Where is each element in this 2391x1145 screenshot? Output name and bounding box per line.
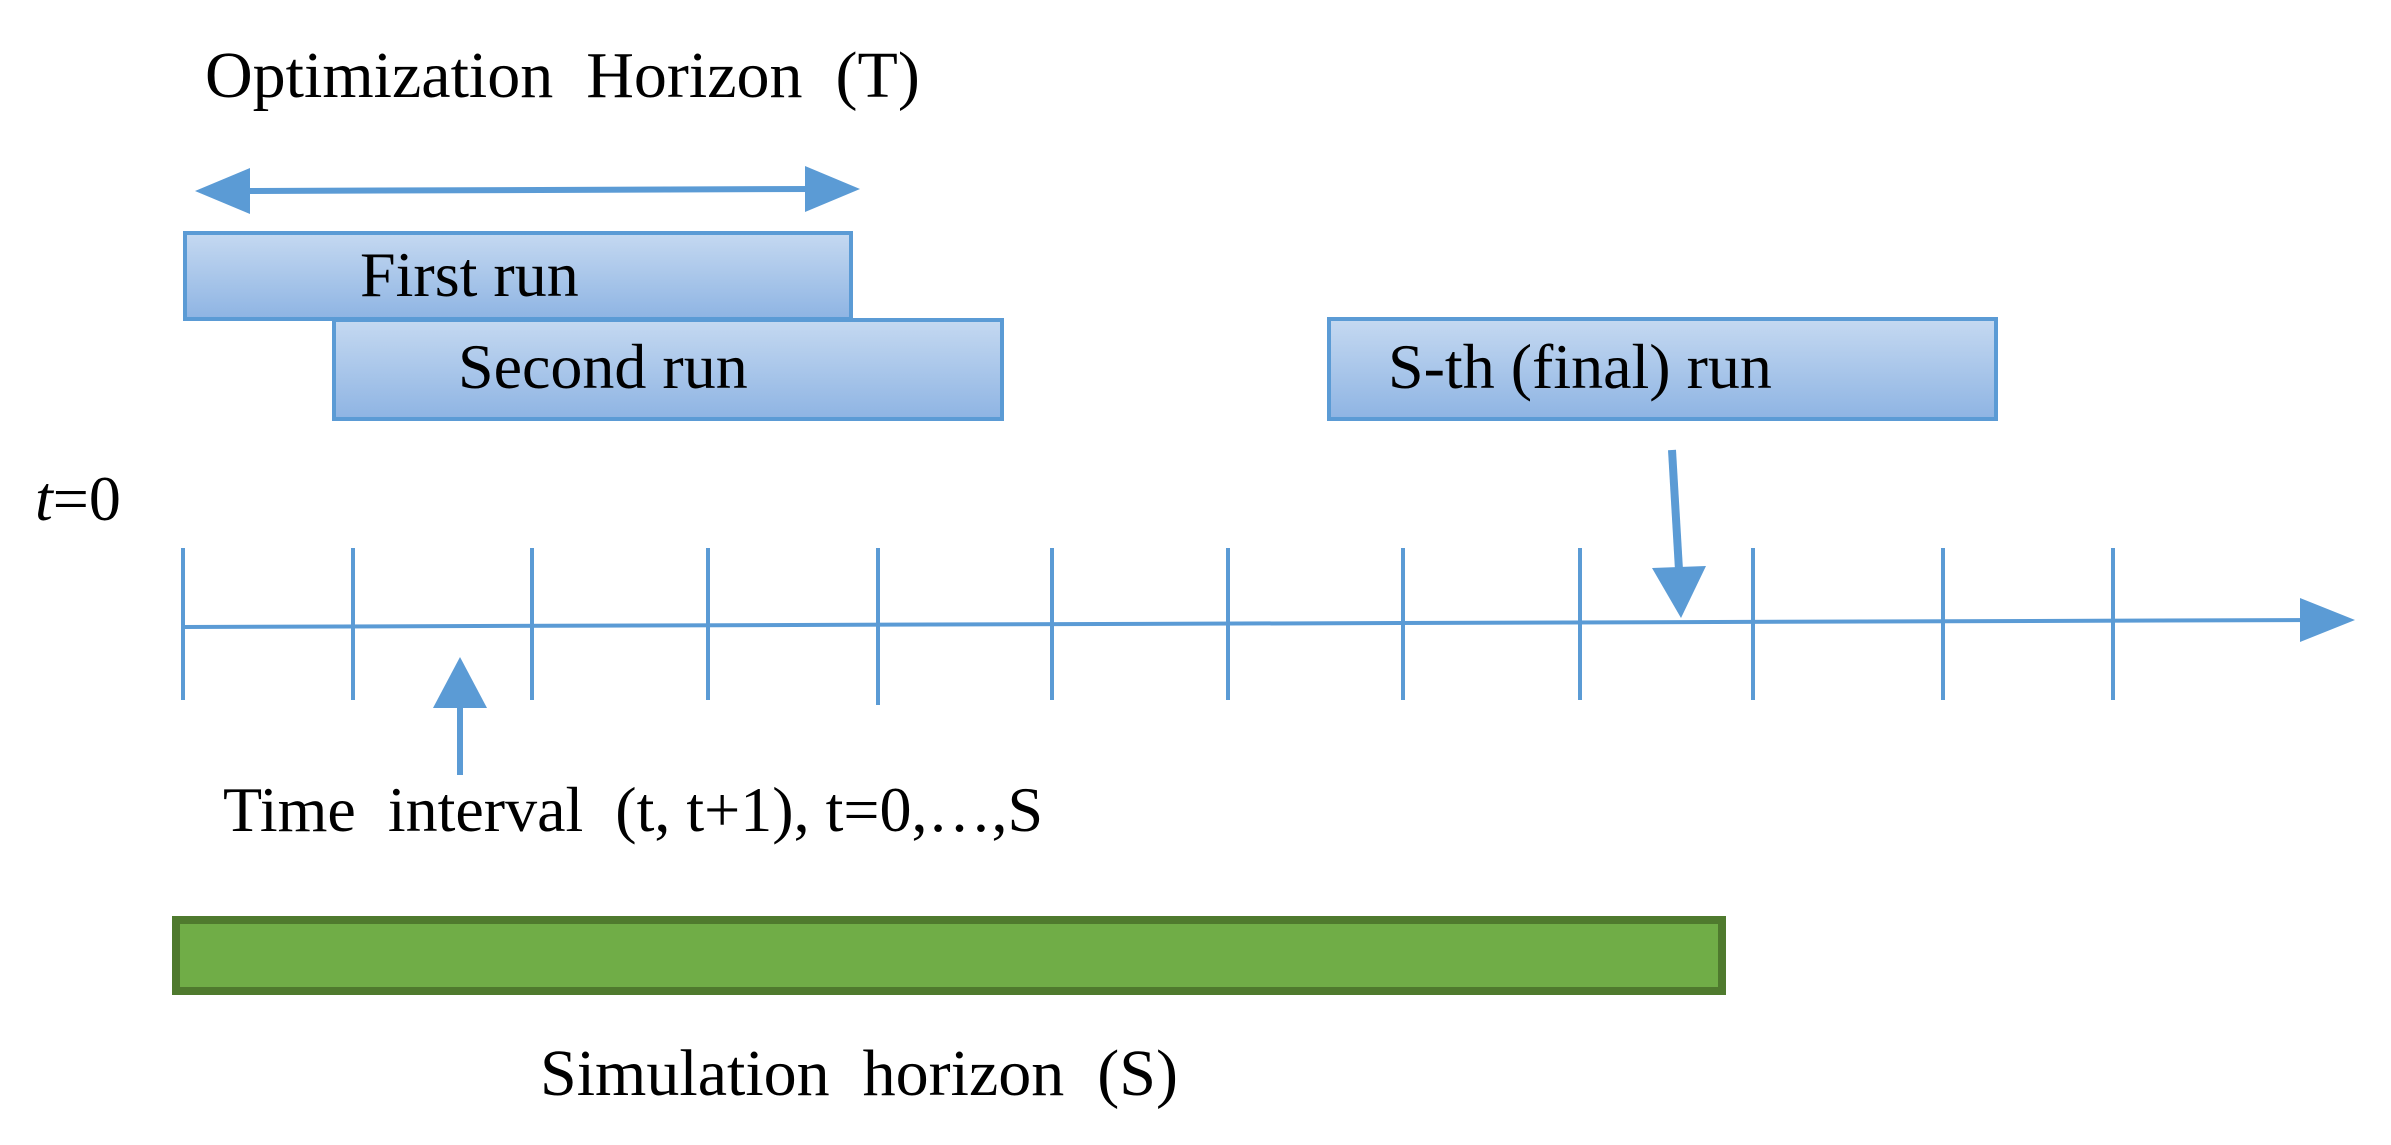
time-interval-arrow xyxy=(433,657,487,775)
t-zero-equals: =0 xyxy=(53,463,121,534)
first-run-box: First run xyxy=(183,231,853,321)
time-interval-label: Time interval (t, t+1), t=0,…,S xyxy=(223,774,1043,845)
simulation-horizon-label: Simulation horizon (S) xyxy=(540,1037,1178,1110)
t-zero-variable: t xyxy=(35,463,55,534)
optimization-horizon-label: Optimization Horizon (T) xyxy=(205,39,920,112)
final-run-label: S-th (final) run xyxy=(1388,331,1772,402)
timeline-ticks xyxy=(181,548,2115,705)
t-zero-label: t=0 xyxy=(35,463,121,534)
simulation-horizon-bar xyxy=(172,916,1726,995)
final-run-box: S-th (final) run xyxy=(1327,317,1998,421)
final-run-arrow xyxy=(1652,449,1706,618)
optimization-horizon-arrow xyxy=(195,166,860,214)
timeline-arrowhead xyxy=(2300,598,2355,642)
first-run-label: First run xyxy=(360,239,579,310)
second-run-label: Second run xyxy=(458,331,748,402)
second-run-box: Second run xyxy=(332,318,1004,421)
timeline-axis xyxy=(181,548,2355,705)
